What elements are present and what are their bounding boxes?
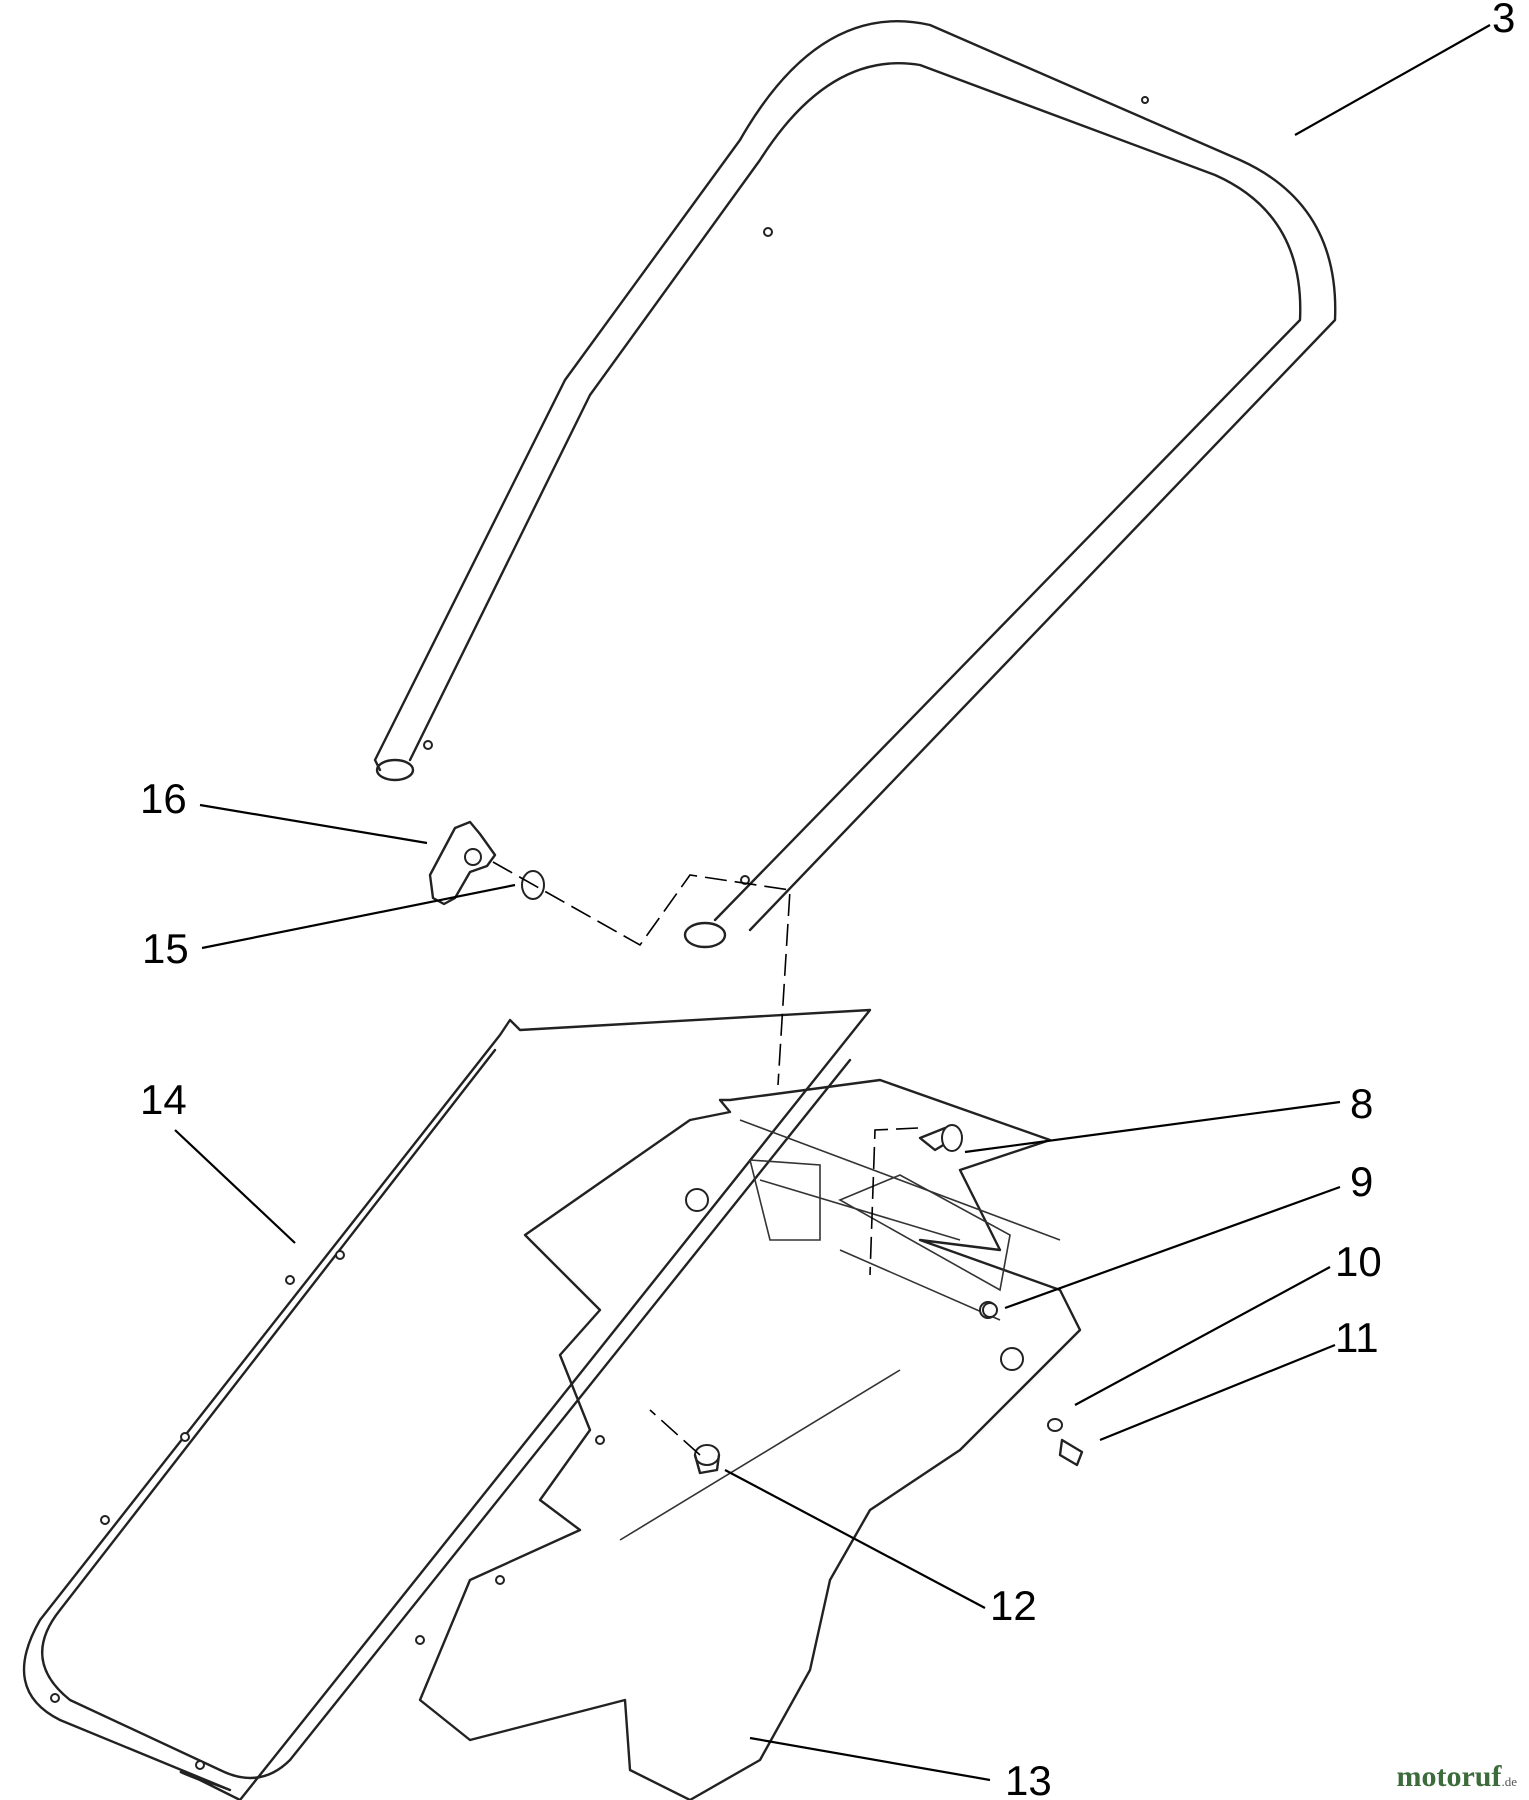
spacer-part bbox=[693, 1444, 721, 1475]
bolt-part bbox=[918, 1124, 963, 1152]
base-plate-part bbox=[418, 1078, 1082, 1800]
small-washer-part bbox=[1047, 1418, 1063, 1432]
knob-part bbox=[428, 820, 497, 906]
callout-14: 14 bbox=[140, 1076, 187, 1123]
watermark-logo: motoruf.de bbox=[1396, 1760, 1517, 1794]
nut-part bbox=[982, 1302, 998, 1318]
callout-16: 16 bbox=[140, 775, 187, 822]
watermark-tld: .de bbox=[1501, 1774, 1517, 1789]
assembly-guides bbox=[492, 861, 919, 1456]
lower-handle-part bbox=[22, 1008, 872, 1800]
callout-15: 15 bbox=[142, 925, 189, 972]
watermark-brand: motoruf bbox=[1396, 1760, 1502, 1793]
callout-3: 3 bbox=[1492, 0, 1515, 41]
callout-11: 11 bbox=[1335, 1314, 1379, 1361]
leader-lines bbox=[174, 24, 1491, 1782]
upper-handle-part bbox=[373, 20, 1337, 949]
callout-10: 10 bbox=[1335, 1238, 1382, 1285]
callout-9: 9 bbox=[1350, 1158, 1373, 1205]
callout-8: 8 bbox=[1350, 1080, 1373, 1127]
callout-12: 12 bbox=[990, 1582, 1037, 1629]
screw-part bbox=[1058, 1438, 1084, 1467]
callout-13: 13 bbox=[1005, 1757, 1052, 1800]
